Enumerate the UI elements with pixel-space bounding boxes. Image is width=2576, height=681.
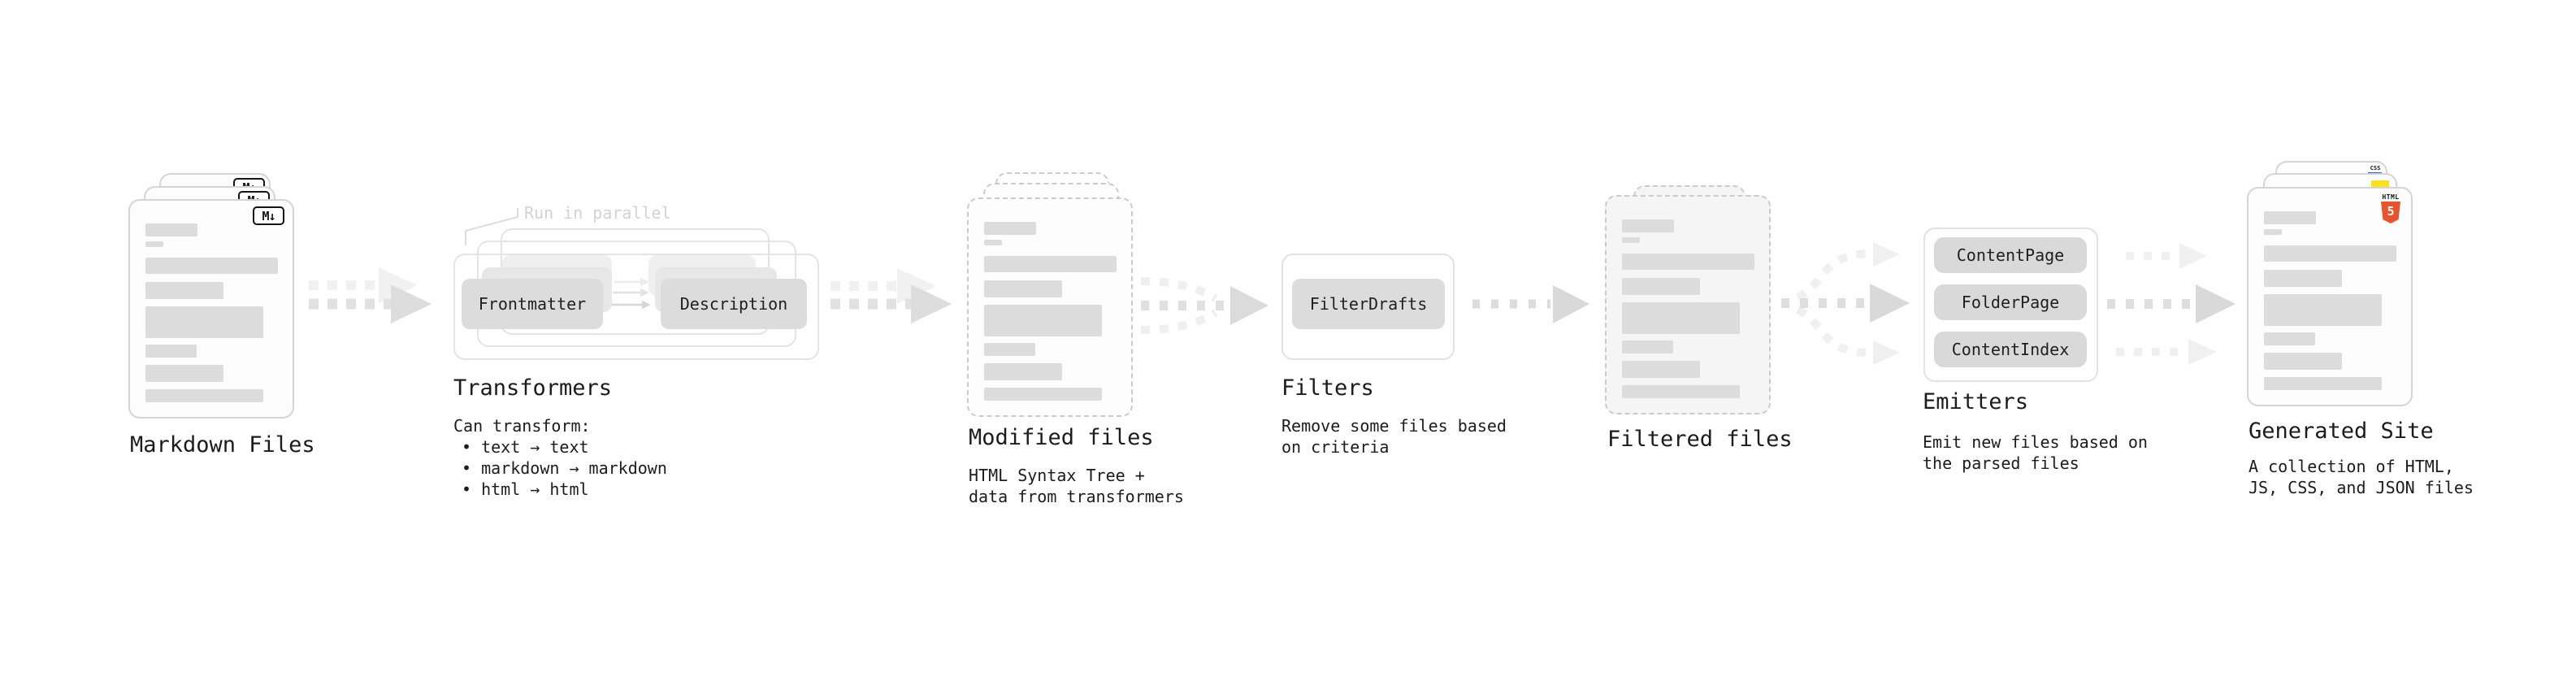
arrow-filters-to-filtered bbox=[1472, 285, 1589, 323]
text-line-placeholder bbox=[1622, 219, 1674, 232]
stage-label-filtered-files: Filtered files bbox=[1607, 427, 1793, 452]
stage-label-transformers: Transformers bbox=[453, 375, 613, 401]
note-line: data from transformers bbox=[969, 487, 1184, 506]
note-bullet: • markdown → markdown bbox=[462, 458, 667, 478]
note-line: Can transform: bbox=[453, 416, 591, 436]
modified-files-note: HTML Syntax Tree + data from transformer… bbox=[969, 465, 1184, 507]
text-line-placeholder bbox=[2264, 353, 2342, 370]
js-file-icon bbox=[2371, 180, 2389, 189]
emitter-node-contentpage: ContentPage bbox=[1934, 237, 2087, 273]
text-line-placeholder bbox=[984, 305, 1102, 336]
generated-site-note: A collection of HTML, JS, CSS, and JSON … bbox=[2249, 456, 2474, 498]
text-line-placeholder bbox=[2264, 270, 2342, 287]
transformer-inner-arrows bbox=[609, 278, 651, 309]
note-line: Remove some files based bbox=[1281, 416, 1507, 436]
text-line-placeholder bbox=[984, 280, 1062, 297]
filtered-file-card bbox=[1605, 195, 1771, 414]
arrow-transformers-to-modified bbox=[830, 268, 952, 323]
note-line: the parsed files bbox=[1923, 453, 2079, 473]
markdown-file-card: M↓ bbox=[128, 199, 294, 419]
emitter-node-folderpage: FolderPage bbox=[1934, 284, 2087, 320]
text-line-placeholder bbox=[145, 241, 163, 247]
filters-note: Remove some files based on criteria bbox=[1281, 415, 1507, 458]
text-line-placeholder bbox=[145, 365, 223, 382]
text-line-placeholder bbox=[2264, 377, 2382, 390]
note-line: A collection of HTML, bbox=[2249, 457, 2454, 476]
text-line-placeholder bbox=[2264, 245, 2396, 262]
html5-icon-label: HTML bbox=[2382, 193, 2400, 201]
markdown-icon: M↓ bbox=[253, 206, 284, 225]
arrow-modified-to-filters-merge bbox=[1140, 277, 1268, 334]
note-line: Emit new files based on bbox=[1923, 432, 2148, 452]
note-line: on criteria bbox=[1281, 437, 1390, 457]
modified-file-card bbox=[967, 197, 1133, 417]
text-line-placeholder bbox=[1622, 385, 1740, 398]
text-line-placeholder bbox=[145, 306, 263, 338]
emitter-node-contentindex: ContentIndex bbox=[1934, 332, 2087, 367]
text-line-placeholder bbox=[984, 256, 1117, 272]
css-icon-label: CSS bbox=[2370, 165, 2381, 171]
note-bullet: • html → html bbox=[462, 479, 589, 499]
note-line: HTML Syntax Tree + bbox=[969, 466, 1145, 485]
text-line-placeholder bbox=[145, 389, 263, 402]
html5-icon: HTML 5 bbox=[2380, 193, 2401, 223]
arrow-emitters-to-generated bbox=[2107, 243, 2236, 365]
run-in-parallel-callout-line bbox=[465, 208, 518, 245]
arrow-filtered-to-emitters-split bbox=[1781, 242, 1910, 365]
text-line-placeholder bbox=[984, 363, 1062, 380]
note-bullet: • text → text bbox=[462, 437, 589, 457]
text-line-placeholder bbox=[145, 258, 278, 274]
emitters-note: Emit new files based on the parsed files bbox=[1923, 432, 2148, 474]
stage-label-emitters: Emitters bbox=[1923, 389, 2029, 414]
stage-label-filters: Filters bbox=[1281, 375, 1374, 401]
text-line-placeholder bbox=[145, 282, 223, 299]
generated-html-file-card: HTML 5 bbox=[2247, 187, 2413, 406]
run-in-parallel-annotation: Run in parallel bbox=[524, 203, 671, 223]
text-line-placeholder bbox=[984, 240, 1002, 245]
text-line-placeholder bbox=[1622, 278, 1700, 295]
text-line-placeholder bbox=[145, 345, 197, 358]
text-line-placeholder bbox=[2264, 332, 2315, 345]
text-line-placeholder bbox=[1622, 361, 1700, 378]
transformers-note: Can transform: • text → text • markdown … bbox=[453, 415, 667, 500]
text-line-placeholder bbox=[145, 223, 197, 236]
text-line-placeholder bbox=[1622, 302, 1740, 334]
stage-label-generated-site: Generated Site bbox=[2249, 419, 2434, 444]
text-line-placeholder bbox=[2264, 229, 2282, 235]
text-line-placeholder bbox=[2264, 211, 2316, 224]
filter-node-filterdrafts: FilterDrafts bbox=[1292, 279, 1445, 329]
transformer-node-description: Description bbox=[661, 279, 807, 329]
text-line-placeholder bbox=[1622, 237, 1640, 243]
text-line-placeholder bbox=[1622, 340, 1673, 354]
text-line-placeholder bbox=[984, 388, 1102, 401]
text-line-placeholder bbox=[2264, 294, 2382, 326]
html5-icon-shield: 5 bbox=[2381, 202, 2400, 223]
arrow-markdown-to-transformers bbox=[309, 267, 432, 323]
text-line-placeholder bbox=[984, 343, 1035, 356]
stage-label-modified-files: Modified files bbox=[969, 425, 1154, 450]
stage-label-markdown-files: Markdown Files bbox=[130, 432, 315, 458]
text-line-placeholder bbox=[984, 222, 1036, 235]
note-line: JS, CSS, and JSON files bbox=[2249, 478, 2474, 497]
transformer-node-frontmatter: Frontmatter bbox=[462, 279, 603, 329]
text-line-placeholder bbox=[1622, 254, 1754, 270]
transformer-container-front bbox=[453, 254, 819, 360]
